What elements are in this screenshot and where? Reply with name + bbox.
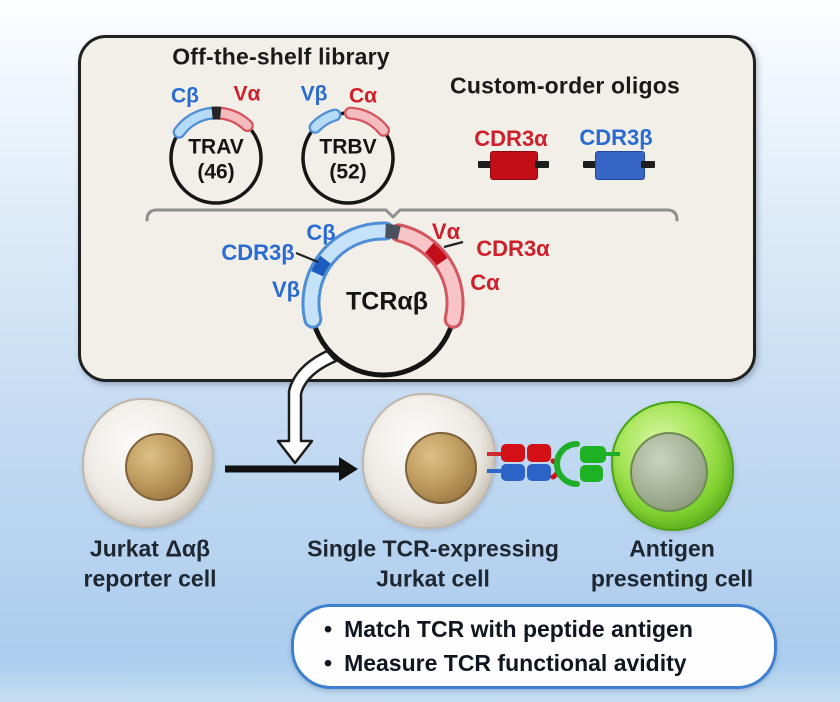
transfection-arrow	[276, 349, 338, 465]
tcrab-plasmid	[295, 221, 465, 378]
cdr3a-pointer-line	[443, 240, 464, 249]
oligo-cdr3a-block	[490, 151, 538, 180]
reporter-cell-label-line1: Jurkat Δαβ	[89, 535, 211, 562]
oligos-title: Custom-order oligos	[450, 72, 680, 99]
single-tcr-cell-label-line2: Jurkat cell	[376, 565, 490, 592]
trbv-plasmid	[301, 106, 395, 205]
oligo-stub	[478, 161, 492, 168]
tcr-beta-domain	[501, 464, 525, 481]
progression-arrow	[225, 457, 358, 481]
trav-name: TRAV	[188, 135, 244, 159]
tcr-alpha-domain	[527, 444, 551, 462]
oligo-cdr3b-block	[595, 151, 645, 180]
callout-item-text: Measure TCR functional avidity	[344, 650, 687, 676]
antigen-presenting-nucleus	[630, 432, 708, 512]
trbv-ca-label: Cα	[348, 84, 378, 108]
plasmid-cdr3a-label: CDR3α	[476, 236, 550, 261]
plasmid-vb-label: Vβ	[271, 277, 301, 302]
tcr-pmhc-interface	[487, 441, 620, 487]
assembly-bracket	[145, 208, 679, 222]
readout-callout-box: • Match TCR with peptide antigen • Measu…	[291, 604, 777, 689]
mhc-groove	[554, 441, 580, 487]
single-tcr-jurkat-nucleus	[405, 432, 477, 504]
linker-segment	[385, 224, 401, 240]
jurkat-reporter-nucleus	[125, 433, 193, 501]
reporter-cell-label-line2: reporter cell	[83, 565, 217, 592]
trav-va-label: Vα	[233, 82, 261, 106]
trav-count: (46)	[197, 160, 235, 184]
bullet-dot: •	[324, 616, 333, 642]
cdr3b-pointer-line	[295, 251, 319, 264]
plasmid-cb-label: Cβ	[306, 220, 336, 245]
trbv-vb-label: Vβ	[300, 82, 328, 106]
callout-item-text: Match TCR with peptide antigen	[344, 616, 693, 642]
cdr3a-segment	[424, 242, 448, 266]
trbv-count: (52)	[329, 160, 367, 184]
apc-label-line1: Antigen	[629, 535, 715, 562]
library-title: Off-the-shelf library	[172, 43, 390, 70]
apc-label-line2: presenting cell	[590, 565, 754, 592]
tcr-beta-domain	[527, 464, 551, 481]
oligo-stub	[641, 161, 655, 168]
plasmid-va-label: Vα	[431, 219, 461, 244]
callout-item: • Measure TCR functional avidity	[324, 650, 774, 677]
trav-plasmid	[169, 106, 263, 205]
single-tcr-cell-label-line1: Single TCR-expressing	[307, 535, 559, 562]
oligo-cdr3b-label: CDR3β	[579, 125, 653, 150]
callout-item: • Match TCR with peptide antigen	[324, 616, 774, 643]
trav-cb-label: Cβ	[171, 84, 199, 108]
plasmid-name: TCRαβ	[345, 287, 429, 316]
bullet-dot: •	[324, 650, 333, 676]
plasmid-ca-label: Cα	[470, 270, 500, 295]
oligo-stub	[535, 161, 549, 168]
oligo-stub	[583, 161, 597, 168]
plasmid-cdr3b-label: CDR3β	[221, 240, 295, 265]
mhc-domain	[580, 465, 603, 482]
trbv-name: TRBV	[319, 135, 377, 159]
cdr3b-segment	[311, 255, 331, 277]
oligo-cdr3a-label: CDR3α	[474, 126, 548, 151]
tcr-alpha-domain	[501, 444, 525, 462]
mhc-domain	[580, 446, 606, 463]
